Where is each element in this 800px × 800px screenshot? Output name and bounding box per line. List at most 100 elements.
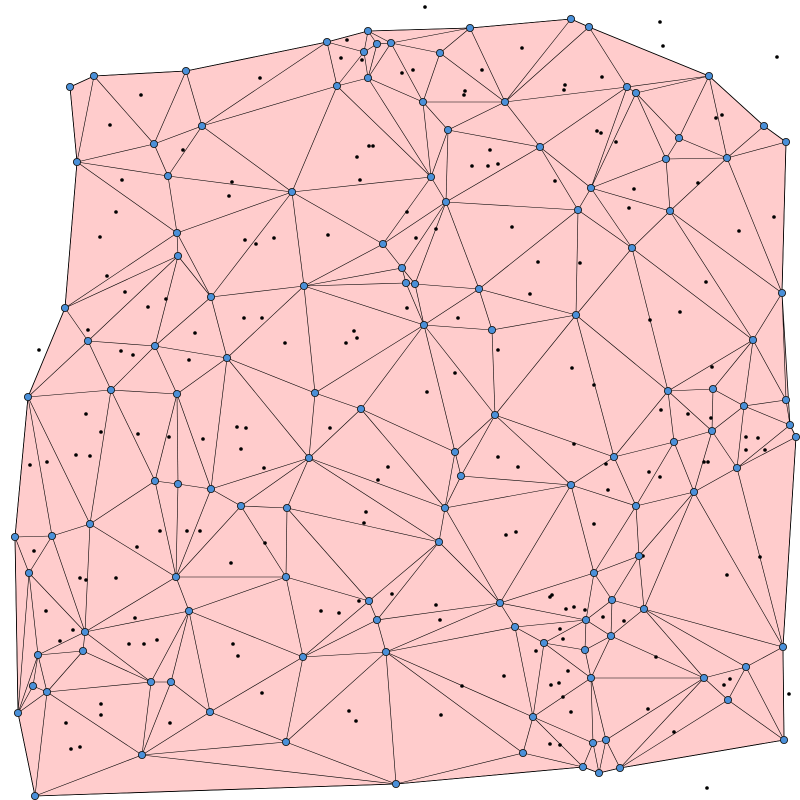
mesh-vertex <box>10 532 20 542</box>
mesh-edge <box>153 143 169 177</box>
sample-point <box>558 743 562 747</box>
mesh-vertex <box>359 47 369 57</box>
mesh-edge <box>141 741 287 756</box>
mesh-vertex <box>378 239 388 249</box>
mesh-edge <box>494 314 577 416</box>
mesh-edge <box>89 389 112 525</box>
sample-point <box>258 76 262 80</box>
mesh-edge <box>210 296 228 359</box>
sample-point <box>601 615 605 619</box>
mesh-edge <box>422 101 449 131</box>
mesh-edge <box>390 42 441 54</box>
mesh-vertex <box>601 735 611 745</box>
mesh-edge <box>27 396 53 537</box>
mesh-vertex <box>528 712 538 722</box>
mesh-edge <box>631 247 754 341</box>
mesh-edge <box>314 392 362 410</box>
sample-point <box>787 692 791 696</box>
sample-point <box>758 555 762 559</box>
mesh-vertex <box>639 604 649 614</box>
mesh-vertex <box>282 503 292 513</box>
mesh-edge <box>28 535 53 574</box>
sample-point <box>260 691 264 695</box>
mesh-edge <box>703 666 747 679</box>
mesh-edge <box>539 146 592 189</box>
mesh-edge <box>514 619 587 628</box>
mesh-edge <box>585 619 612 637</box>
mesh-edge <box>469 27 506 103</box>
mesh-edge <box>708 75 728 159</box>
mesh-edge <box>423 324 496 416</box>
mesh-vertex <box>47 531 57 541</box>
mesh-vertex <box>634 551 644 561</box>
sample-point <box>360 58 364 62</box>
sample-point <box>37 348 41 352</box>
sample-point <box>354 719 358 723</box>
sample-point <box>127 642 131 646</box>
mesh-vertex <box>689 487 699 497</box>
mesh-edge <box>291 191 384 245</box>
mesh-vertex <box>205 707 215 717</box>
mesh-edge <box>438 507 446 543</box>
mesh-edge <box>28 572 39 656</box>
mesh-edge <box>575 209 579 316</box>
mesh-edge <box>499 602 516 628</box>
mesh-edge <box>302 600 370 658</box>
sample-point <box>720 113 724 117</box>
mesh-vertex <box>310 388 320 398</box>
mesh-edge <box>176 393 212 490</box>
mesh-edge <box>781 292 787 401</box>
sample-point <box>728 677 732 681</box>
sample-point <box>514 530 518 534</box>
mesh-edge <box>543 642 592 679</box>
mesh-edge <box>454 414 496 453</box>
sample-point <box>158 529 162 533</box>
mesh-vertex <box>332 81 342 91</box>
mesh-edge <box>678 137 728 159</box>
sample-point <box>548 742 552 746</box>
mesh-edge <box>673 441 695 493</box>
mesh-edge <box>543 642 586 651</box>
mesh-vertex <box>606 631 616 641</box>
mesh-edge <box>175 488 212 578</box>
mesh-vertex <box>456 471 466 481</box>
sample-point <box>510 225 514 229</box>
mesh-edge <box>175 576 190 612</box>
mesh-edge <box>643 608 705 679</box>
mesh-edge <box>532 716 594 744</box>
mesh-edge <box>167 175 293 193</box>
mesh-vertices <box>10 14 800 800</box>
sample-point <box>710 365 714 369</box>
mesh-edge <box>711 405 745 432</box>
mesh-edge <box>360 408 456 453</box>
mesh-vertex <box>571 310 581 320</box>
mesh-vertex <box>363 26 373 36</box>
sample-point <box>604 462 608 466</box>
mesh-edge <box>626 75 710 88</box>
sample-point <box>558 627 562 631</box>
mesh-edge <box>176 232 212 298</box>
mesh-vertex <box>589 568 599 578</box>
sample-point <box>488 148 492 152</box>
sample-point <box>772 215 776 219</box>
mesh-vertex <box>443 125 453 135</box>
mesh-edge <box>84 576 177 633</box>
mesh-edge <box>141 711 211 756</box>
sample-point <box>405 210 409 214</box>
mesh-vertex <box>588 738 598 748</box>
mesh-edge <box>643 608 747 668</box>
mesh-edge <box>302 651 387 658</box>
mesh-edge <box>34 754 143 797</box>
sample-point <box>355 336 359 340</box>
mesh-edge <box>286 507 440 543</box>
mesh-edge <box>209 656 304 713</box>
mesh-edge <box>240 505 288 509</box>
mesh-edge <box>170 681 211 713</box>
mesh-edge <box>303 243 384 287</box>
mesh-edge <box>678 75 710 139</box>
mesh-edge <box>782 646 785 741</box>
sample-point <box>557 681 561 685</box>
mesh-edge <box>522 716 534 754</box>
mesh-edge <box>93 70 187 77</box>
mesh-edge <box>285 741 397 785</box>
